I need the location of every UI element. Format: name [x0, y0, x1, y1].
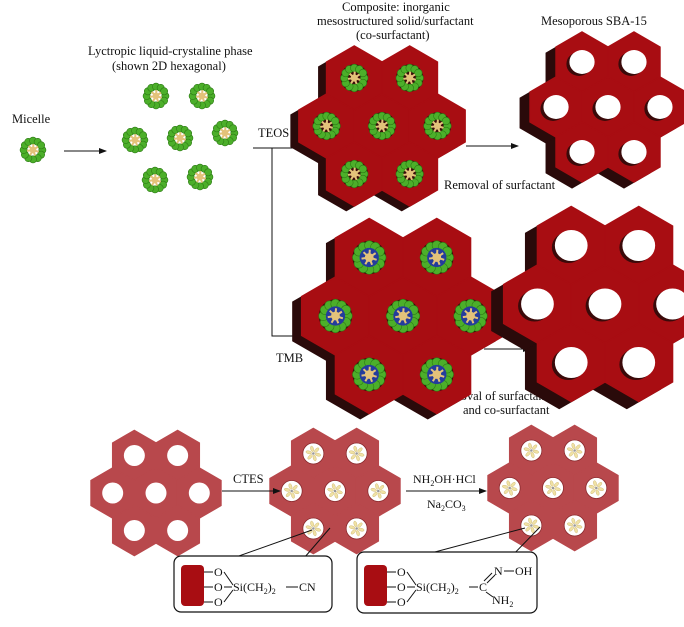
hex-composite-teos-pore-micelle-0 — [340, 63, 369, 93]
hex-composite-tmb-pore-micelle-1 — [419, 240, 454, 275]
removal-cosurf-label-line2: and co-surfactant — [463, 403, 550, 417]
hex-sba15-upper-pore-6 — [621, 140, 647, 164]
hex-amidoxime-functionalized — [487, 424, 619, 552]
inset-amidoxime-o2: O — [397, 580, 406, 594]
inset-amidoxime-oh: OH — [515, 564, 533, 578]
hex-sba15-bottom-pore-6 — [167, 520, 189, 541]
ctes-label: CTES — [233, 472, 264, 486]
inset-amidoxime-carbon: C — [479, 580, 487, 594]
inset-amidoxime-osi-3 — [406, 589, 417, 603]
micelle-group — [19, 82, 239, 194]
hex-sba15-bottom-pore-5 — [123, 520, 145, 541]
hex-composite-teos-pore-micelle-3 — [367, 111, 397, 141]
hex-sba15-bottom-pore-3 — [145, 482, 167, 504]
hex-sba15-lower-pore-4 — [656, 288, 684, 320]
composite-label-line3: (co-surfactant) — [356, 28, 430, 42]
hex-composite-tmb — [292, 217, 506, 420]
composite-label-line1: Composite: inorganic — [342, 0, 450, 14]
hex-sba15-upper-pore-0 — [569, 50, 595, 74]
inset-amidoxime-double-bond-a — [483, 572, 493, 582]
hex-composite-teos-pore-micelle-6 — [395, 159, 424, 189]
tmb-label: TMB — [276, 351, 303, 365]
hex-composite-teos — [290, 45, 466, 212]
inset-amidoxime-o3: O — [397, 595, 406, 609]
hex-sba15-lower-pore-5 — [554, 346, 588, 379]
composite-label-line2: mesostructured solid/surfactant — [317, 14, 474, 28]
lyotropic-micelle-3 — [166, 124, 194, 152]
hex-sba15-upper-pore-5 — [569, 140, 595, 164]
inset-cyano: O O O Si(CH2)2 CN — [173, 555, 333, 613]
hex-sba15-upper-pore-1 — [621, 50, 647, 74]
inset-cyano-chain: Si(CH2)2 — [233, 580, 276, 596]
lyotropic-label-line2: (shown 2D hexagonal) — [112, 59, 226, 73]
inset-amidoxime-nh2: NH2 — [492, 593, 513, 609]
hex-sba15-lower-pore-0 — [554, 229, 588, 262]
teos-label: TEOS — [258, 126, 289, 140]
inset-amidoxime-frame — [356, 551, 538, 614]
inset-cyano-osi-3 — [223, 589, 234, 603]
hex-sba15-bottom — [90, 429, 222, 557]
inset-amidoxime-o1: O — [397, 565, 406, 579]
lyotropic-micelle-2 — [121, 126, 149, 154]
inset-cyano-frame — [173, 555, 333, 613]
inset-amidoxime-osi-1 — [406, 571, 417, 586]
inset-amidoxime-silica-block — [364, 565, 387, 606]
hex-sba15-lower-pore-2 — [521, 288, 554, 320]
hex-sba15-bottom-pore-1 — [167, 445, 189, 466]
lyotropic-micelle-1 — [188, 82, 216, 110]
hex-composite-teos-pore-micelle-1 — [395, 63, 424, 93]
inset-cyano-silica-block — [181, 565, 204, 606]
micelle-single — [19, 136, 47, 164]
hex-composite-teos-pore-micelle-4 — [423, 111, 452, 141]
hex-sba15-bottom-pore-4 — [188, 482, 210, 504]
inset-amidoxime-n: N — [494, 564, 503, 578]
micelle-label: Micelle — [12, 112, 51, 126]
lyotropic-micelle-5 — [141, 166, 169, 194]
inset-amidoxime: O O O Si(CH2)2 C N OH NH2 — [356, 551, 538, 614]
hex-composite-tmb-pore-micelle-5 — [352, 357, 387, 392]
hex-composite-tmb-pore-micelle-2 — [318, 298, 353, 334]
inset-cyano-o2: O — [214, 580, 223, 594]
hex-sba15-lower-pore-6 — [622, 346, 656, 379]
inset-cyano-osi-1 — [223, 571, 234, 586]
lyotropic-label-line1: Lyctropic liquid-crystaline phase — [88, 44, 253, 58]
hex-sba15-bottom-pore-2 — [102, 482, 124, 504]
hex-sba15-upper-pore-3 — [595, 95, 621, 119]
reagent-hydroxylamine: NH2OH·HCl — [413, 472, 476, 488]
hex-composite-teos-pore-micelle-5 — [340, 159, 369, 189]
hex-composite-tmb-pore-micelle-3 — [385, 298, 421, 334]
hex-sba15-upper — [519, 31, 684, 189]
inset-cyano-o3: O — [214, 595, 223, 609]
hex-composite-tmb-pore-micelle-4 — [453, 298, 488, 334]
hex-sba15-lower — [491, 205, 684, 410]
lyotropic-micelle-0 — [142, 82, 170, 110]
reagent-sodium-carbonate: Na2CO3 — [427, 497, 466, 513]
removal-surfactant-label: Removal of surfactant — [444, 178, 556, 192]
hex-sba15-lower-pore-1 — [622, 229, 656, 262]
hex-cyano-functionalized — [269, 427, 401, 555]
inset-cyano-o1: O — [214, 565, 223, 579]
lyotropic-micelle-6 — [186, 163, 214, 191]
lyotropic-micelle-4 — [211, 119, 239, 147]
inset-amidoxime-chain: Si(CH2)2 — [416, 580, 459, 596]
hex-composite-tmb-pore-micelle-6 — [419, 357, 454, 392]
hex-composite-tmb-pore-micelle-0 — [352, 240, 387, 275]
hex-sba15-upper-pore-4 — [647, 95, 673, 119]
hexagon-group — [90, 31, 684, 557]
hex-sba15-lower-pore-3 — [588, 288, 622, 320]
mesoporous-label: Mesoporous SBA-15 — [541, 14, 647, 28]
hex-composite-teos-pore-micelle-2 — [312, 111, 341, 141]
inset-cyano-group: CN — [299, 580, 316, 594]
hex-sba15-bottom-pore-0 — [123, 445, 145, 466]
hex-sba15-upper-pore-2 — [543, 95, 569, 119]
inset-amidoxime-bond-nh2 — [485, 591, 494, 598]
inset-amidoxime-double-bond-b — [486, 574, 496, 584]
